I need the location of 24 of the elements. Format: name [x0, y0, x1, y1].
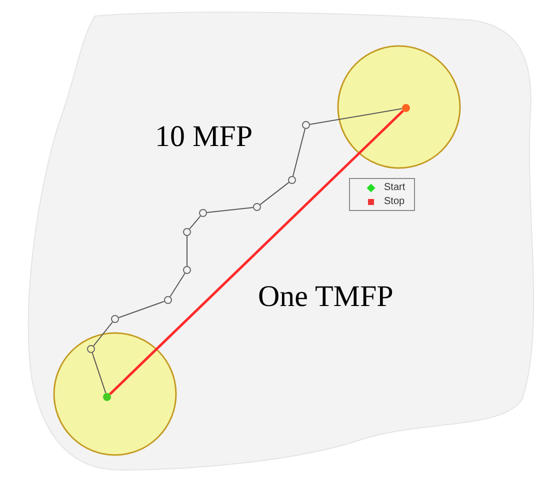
step-point [288, 176, 296, 184]
path-segment [170, 272, 186, 298]
step-point [302, 121, 310, 129]
legend-label: Stop [384, 196, 405, 206]
path-segment [260, 182, 290, 206]
step-point [183, 266, 191, 274]
step-point [199, 209, 207, 217]
step-point [111, 315, 119, 323]
path-segment [186, 236, 188, 266]
step-point [164, 296, 172, 304]
path-segment [189, 216, 201, 230]
path-segment [93, 322, 113, 346]
path-segment [92, 352, 106, 394]
path-segment [206, 206, 254, 214]
region-label: One TMFP [258, 282, 394, 312]
path-segment [309, 108, 403, 125]
step-point [87, 345, 95, 353]
path-segment [118, 300, 165, 318]
step-point [183, 228, 191, 236]
region-label: 10 MFP [155, 122, 253, 152]
legend-label: Start [384, 182, 406, 192]
path-segment [292, 128, 306, 177]
step-point [253, 203, 261, 211]
straight-line [109, 110, 404, 396]
